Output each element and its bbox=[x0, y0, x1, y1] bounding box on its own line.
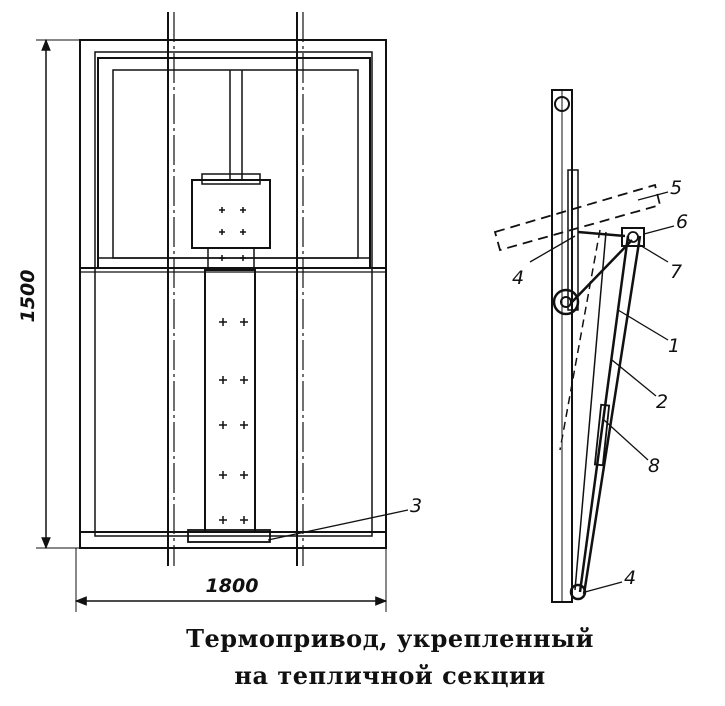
bottom-bracket bbox=[187, 529, 271, 543]
callout-1: 1 bbox=[668, 335, 680, 357]
callout-8: 8 bbox=[648, 455, 660, 477]
width-dimension-label: 1800 bbox=[206, 575, 259, 597]
link-arm bbox=[571, 239, 633, 303]
height-dimension-label: 1500 bbox=[17, 270, 39, 323]
rod-2 bbox=[582, 235, 642, 595]
callout-5: 5 bbox=[670, 177, 682, 199]
plate-rivets bbox=[219, 207, 248, 524]
callout-4-bottom: 4 bbox=[624, 567, 636, 589]
rod-1 bbox=[578, 235, 630, 593]
vent-window-inner bbox=[112, 69, 359, 259]
caption-line-2: на тепличной секции bbox=[234, 661, 546, 690]
callout-2: 2 bbox=[656, 391, 668, 413]
front-view bbox=[36, 12, 409, 612]
callout-6: 6 bbox=[676, 211, 688, 233]
outer-frame-inner-edge bbox=[94, 51, 373, 537]
caption-line-1: Термопривод, укрепленный bbox=[186, 624, 594, 653]
callout-4-top: 4 bbox=[512, 267, 524, 289]
bottom-pivot bbox=[569, 583, 587, 601]
thermal-cylinder bbox=[593, 403, 611, 467]
callout-7: 7 bbox=[670, 261, 682, 283]
side-view bbox=[493, 89, 675, 603]
open-vent-dashed bbox=[493, 183, 662, 252]
outer-frame bbox=[79, 39, 387, 549]
hinge-middle bbox=[552, 288, 580, 316]
top-pivot bbox=[621, 227, 645, 247]
actuator-plate bbox=[204, 269, 256, 533]
actuator-head bbox=[191, 179, 271, 249]
vent-window-frame bbox=[97, 57, 371, 269]
callout-3: 3 bbox=[410, 495, 422, 517]
